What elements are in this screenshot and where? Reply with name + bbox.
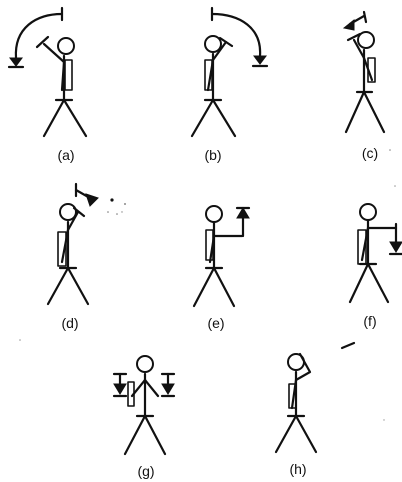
figure-label-e: (e) — [207, 315, 224, 331]
figure-label-g: (g) — [137, 463, 154, 479]
down-arrow-g-left — [114, 374, 126, 396]
figure-g: (g) — [114, 356, 174, 479]
figure-label-h: (h) — [289, 461, 306, 477]
up-arrow-e — [237, 208, 249, 236]
stick-person-c — [346, 32, 384, 132]
stick-person-e — [194, 206, 242, 306]
figure-label-b: (b) — [204, 147, 221, 163]
figure-f: (f) — [350, 204, 402, 329]
figure-label-f: (f) — [363, 313, 376, 329]
stick-person-a — [37, 37, 86, 136]
stick-person-h — [276, 354, 316, 452]
figure-h: (h) — [276, 354, 316, 477]
figure-b: (b) — [192, 8, 267, 163]
small-arrow-d — [76, 184, 98, 206]
figure-e: (e) — [194, 206, 249, 331]
figure-a: (a) — [9, 8, 86, 163]
figure-d: (d) — [48, 184, 126, 331]
figure-label-c: (c) — [362, 145, 378, 161]
scan-specks-d — [107, 198, 126, 214]
figure-label-a: (a) — [57, 147, 74, 163]
down-arrow-g-right — [162, 374, 174, 396]
figure-c: (c) — [344, 12, 384, 161]
small-arrow-c — [344, 12, 366, 30]
arc-arrow-a — [9, 8, 62, 67]
stick-person-f — [350, 204, 396, 302]
stick-person-b — [192, 36, 235, 136]
figure-label-d: (d) — [61, 315, 78, 331]
stick-person-g — [125, 356, 165, 454]
stick-person-d — [48, 204, 88, 304]
